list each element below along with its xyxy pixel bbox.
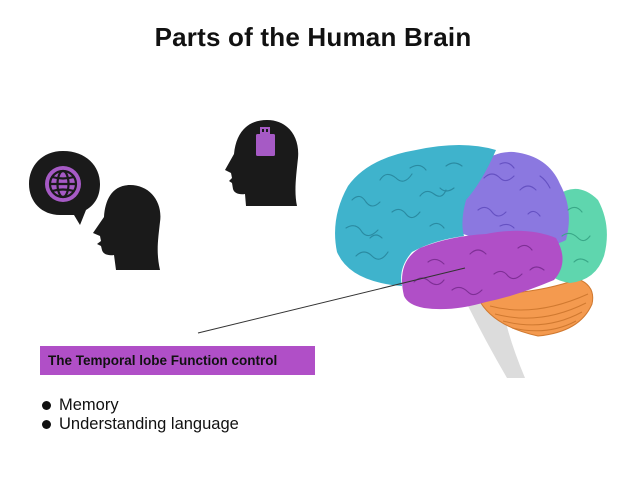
brain-stem [466, 298, 525, 378]
page-title: Parts of the Human Brain [154, 22, 472, 52]
speaking-head-icon [93, 185, 161, 270]
globe-speech-bubble-icon [29, 151, 100, 225]
function-list: Memory Understanding language [42, 396, 239, 434]
function-text: Understanding language [59, 415, 239, 433]
temporal-lobe-label: The Temporal lobe Function control [40, 346, 315, 375]
list-item: Understanding language [42, 415, 239, 434]
list-item: Memory [42, 396, 239, 415]
function-text: Memory [59, 396, 119, 414]
temporal-lobe [402, 230, 563, 310]
parietal-lobe [458, 151, 569, 246]
bullet-dot [42, 401, 51, 410]
bullet-dot [42, 420, 51, 429]
frontal-lobe [335, 145, 496, 286]
head-with-usb-icon [225, 120, 299, 206]
pointer-line [197, 267, 466, 334]
brain-illustration [335, 145, 607, 378]
